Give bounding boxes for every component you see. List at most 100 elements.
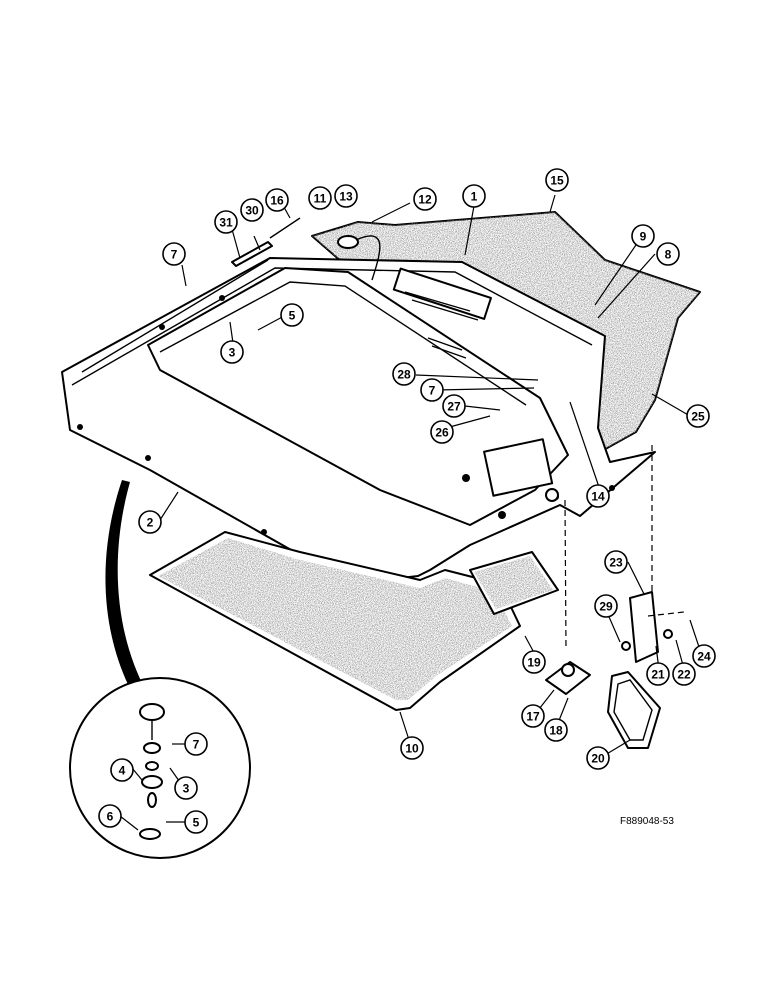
callout-c11: 11 (308, 186, 332, 210)
bracket-17 (545, 499, 591, 695)
callout-c12: 12 (413, 187, 437, 211)
callout-label: 3 (229, 346, 236, 360)
callout-circle (110, 758, 134, 782)
callout-c25: 25 (686, 404, 710, 428)
callout-circle (692, 644, 716, 668)
detail-swoosh (105, 480, 150, 700)
callout-label: 7 (193, 738, 200, 752)
callout-c7a: 7 (162, 242, 186, 266)
callout-circle (220, 340, 244, 364)
callout-c19: 19 (522, 650, 546, 674)
callout-circle (413, 187, 437, 211)
callout-circle (672, 662, 696, 686)
callout-label: 26 (435, 426, 449, 440)
callout-circle (420, 378, 444, 402)
callout-label: 4 (119, 764, 126, 778)
callout-label: 23 (609, 556, 623, 570)
callout-c26: 26 (430, 420, 454, 444)
callout-label: 22 (677, 668, 691, 682)
callout-c5b: 5 (184, 810, 208, 834)
callout-c23: 23 (604, 550, 628, 574)
callout-circle (646, 662, 670, 686)
callout-label: 10 (405, 742, 419, 756)
callout-label: 5 (193, 816, 200, 830)
callout-label: 1 (471, 190, 478, 204)
callout-circle (631, 224, 655, 248)
callout-circle (521, 704, 545, 728)
rod-assembly (231, 217, 301, 267)
callout-label: 25 (691, 410, 705, 424)
callout-c20: 20 (586, 746, 610, 770)
callout-c6: 6 (98, 804, 122, 828)
callout-c7b: 7 (420, 378, 444, 402)
callout-label: 30 (245, 204, 259, 218)
callout-c9: 9 (631, 224, 655, 248)
callout-label: 27 (447, 400, 461, 414)
figure-code: F889048-53 (620, 816, 674, 827)
callout-circle (98, 804, 122, 828)
callout-label: 3 (183, 782, 190, 796)
callout-circle (162, 242, 186, 266)
callout-label: 24 (697, 650, 711, 664)
callout-label: 16 (270, 194, 284, 208)
callout-circle (265, 188, 289, 212)
callout-c2: 2 (138, 510, 162, 534)
callout-circle (545, 168, 569, 192)
callout-c15: 15 (545, 168, 569, 192)
callout-c21: 21 (646, 662, 670, 686)
lamp-11 (337, 235, 381, 281)
callout-c30: 30 (240, 198, 264, 222)
callout-label: 18 (549, 724, 563, 738)
callout-c17: 17 (521, 704, 545, 728)
callout-circle (280, 303, 304, 327)
callout-label: 9 (640, 230, 647, 244)
callout-c18: 18 (544, 718, 568, 742)
callout-c5a: 5 (280, 303, 304, 327)
callout-label: 7 (429, 384, 436, 398)
callout-label: 21 (651, 668, 665, 682)
callout-label: 14 (591, 490, 605, 504)
callout-c16: 16 (265, 188, 289, 212)
callout-c4: 4 (110, 758, 134, 782)
callout-circle (656, 242, 680, 266)
callout-c28: 28 (392, 362, 416, 386)
callout-c8: 8 (656, 242, 680, 266)
callout-c14: 14 (586, 484, 610, 508)
lower-mat-texture (158, 538, 512, 700)
headliner-tray-2 (61, 257, 656, 586)
callout-circle (430, 420, 454, 444)
callout-label: 28 (397, 368, 411, 382)
callout-label: 19 (527, 656, 541, 670)
callout-label: 5 (289, 309, 296, 323)
callout-label: 8 (665, 248, 672, 262)
callout-c27: 27 (442, 394, 466, 418)
callout-circle (544, 718, 568, 742)
callout-c24: 24 (692, 644, 716, 668)
callout-circle (138, 510, 162, 534)
detail-view (69, 677, 251, 859)
callout-circle (184, 810, 208, 834)
callout-c3b: 3 (174, 776, 198, 800)
small-pad-19 (469, 551, 559, 615)
callout-circle (586, 746, 610, 770)
small-pad-texture (474, 556, 553, 609)
callout-label: 29 (599, 600, 613, 614)
callout-label: 6 (107, 810, 114, 824)
callout-circle (392, 362, 416, 386)
callout-c7c: 7 (184, 732, 208, 756)
callout-label: 17 (526, 710, 540, 724)
callout-label: 11 (314, 192, 327, 206)
callout-c13: 13 (334, 184, 358, 208)
callout-circle (334, 184, 358, 208)
callout-label: 31 (219, 216, 233, 230)
callout-c3a: 3 (220, 340, 244, 364)
callout-c1: 1 (462, 184, 486, 208)
callout-label: 12 (418, 193, 432, 207)
callout-c31: 31 (214, 210, 238, 234)
housing-23 (621, 445, 685, 663)
callout-circle (462, 184, 486, 208)
callout-circle (586, 484, 610, 508)
callout-circle (400, 736, 424, 760)
callout-circle (604, 550, 628, 574)
